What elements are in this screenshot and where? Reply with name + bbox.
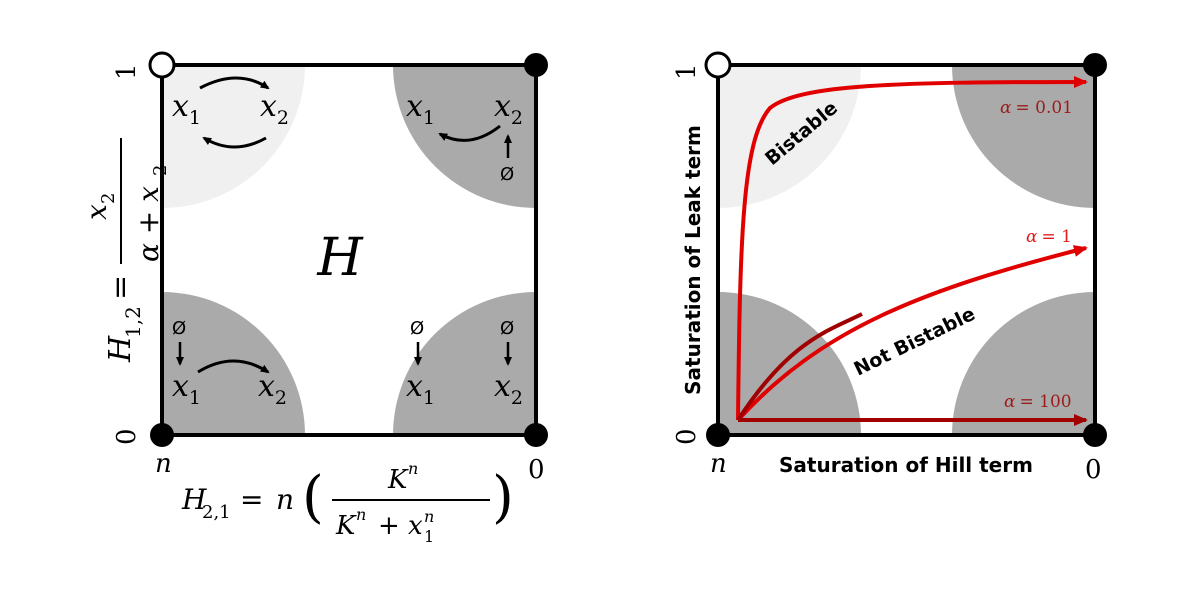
svg-text:n: n — [408, 459, 418, 478]
null-symbol: Ø — [410, 318, 424, 339]
svg-text:x1: x1 — [406, 89, 435, 129]
svg-text:x: x — [408, 511, 423, 541]
x1-label: x — [172, 369, 189, 404]
svg-text:): ) — [492, 465, 514, 530]
activation-arrow — [438, 124, 501, 142]
svg-text:1,2: 1,2 — [121, 306, 145, 338]
svg-text:2: 2 — [98, 193, 119, 204]
svg-text:2,1: 2,1 — [202, 502, 231, 523]
right-y-tick-bottom: 0 — [672, 428, 702, 445]
svg-text:K: K — [387, 465, 409, 495]
open-corner-marker — [704, 51, 732, 79]
top-left-light-region — [718, 65, 861, 208]
svg-text:x: x — [80, 204, 113, 220]
right-x-tick-right: 0 — [1085, 455, 1102, 485]
top-left-cycle: x1 x2 — [172, 76, 289, 149]
left-x-tick-right: 0 — [528, 455, 545, 485]
filled-corner-marker — [1083, 53, 1107, 77]
svg-text:+: + — [378, 511, 400, 541]
left-y-tick-top: 1 — [112, 63, 142, 80]
label-alpha-0.01: α= 0.01 — [1000, 98, 1073, 118]
top-right-dark-region — [952, 65, 1095, 208]
bottom-left-cycle: Ø x1 x2 — [172, 318, 287, 409]
top-right-dark-region — [393, 65, 536, 208]
svg-text:1: 1 — [424, 527, 434, 546]
svg-text:x1: x1 — [172, 89, 201, 129]
svg-text:n: n — [356, 505, 366, 524]
x2-label: x — [494, 369, 511, 404]
null-symbol: Ø — [172, 318, 186, 339]
x1-label: x — [172, 89, 189, 124]
curve-alpha-0.01 — [736, 76, 1088, 421]
svg-text:x2: x2 — [258, 369, 287, 409]
activation-arrow — [199, 76, 270, 90]
left-panel: H H 1,2 = x 2 α + x 2 1 0 n 0 H 2,1 = n … — [80, 51, 548, 546]
svg-text:x2: x2 — [260, 89, 289, 129]
filled-corner-marker — [1083, 423, 1107, 447]
svg-text:n: n — [424, 507, 434, 526]
right-panel: α= 0.01 α= 1 α= 100 Bistable Not Bistabl… — [672, 51, 1107, 485]
label-alpha-100: α= 100 — [1004, 392, 1072, 412]
x1-label: x — [406, 89, 423, 124]
svg-text:=: = — [103, 275, 138, 300]
bottom-right-dark-region — [952, 292, 1095, 435]
null-symbol: Ø — [500, 318, 514, 339]
activation-arrow — [202, 136, 267, 149]
svg-text:n: n — [276, 483, 294, 516]
curve-alpha-1-dark-segment — [736, 312, 863, 422]
svg-text:2: 2 — [150, 165, 171, 176]
activation-arrow — [197, 359, 270, 374]
center-label-h: H — [316, 228, 364, 288]
open-corner-marker — [148, 51, 176, 79]
right-frame — [716, 63, 1097, 437]
filled-corner-marker — [150, 423, 174, 447]
filled-corner-marker — [524, 53, 548, 77]
left-x-tick-left: n — [155, 449, 172, 479]
left-frame — [160, 63, 538, 437]
top-right-cycle: x1 x2 Ø — [406, 89, 523, 185]
y-axis-label: Saturation of Leak term — [681, 125, 705, 395]
svg-text:x1: x1 — [172, 369, 201, 409]
svg-text:x2: x2 — [494, 369, 523, 409]
svg-text:=: = — [240, 483, 263, 516]
top-left-light-region — [162, 65, 305, 208]
label-alpha-1: α= 1 — [1026, 227, 1072, 247]
svg-text:K: K — [335, 511, 357, 541]
filled-corner-marker — [706, 423, 730, 447]
svg-text:x2: x2 — [494, 89, 523, 129]
svg-text:H: H — [181, 483, 207, 516]
x2-label: x — [260, 89, 277, 124]
bottom-right-cycle: Ø Ø x1 x2 — [406, 318, 523, 409]
svg-text:x1: x1 — [406, 369, 435, 409]
bottom-right-dark-region — [393, 292, 536, 435]
x2-label: x — [258, 369, 275, 404]
right-y-tick-top: 1 — [672, 63, 702, 80]
curve-alpha-1 — [736, 245, 1088, 422]
null-symbol: Ø — [500, 164, 514, 185]
svg-text:(: ( — [302, 465, 324, 530]
y-axis-formula: H 1,2 = x 2 α + x 2 — [80, 138, 171, 363]
svg-text:H: H — [103, 335, 138, 363]
not-bistable-label: Not Bistable — [851, 303, 979, 381]
bottom-left-dark-region — [162, 292, 305, 435]
x-axis-label: Saturation of Hill term — [779, 453, 1033, 477]
filled-corner-marker — [524, 423, 548, 447]
svg-text:α + x: α + x — [132, 186, 165, 262]
x1-label: x — [406, 369, 423, 404]
right-x-tick-left: n — [710, 449, 727, 479]
x-axis-formula: H 2,1 = n ( K n K n + x n 1 ) — [181, 459, 514, 546]
x2-label: x — [494, 89, 511, 124]
left-y-tick-bottom: 0 — [112, 428, 142, 445]
